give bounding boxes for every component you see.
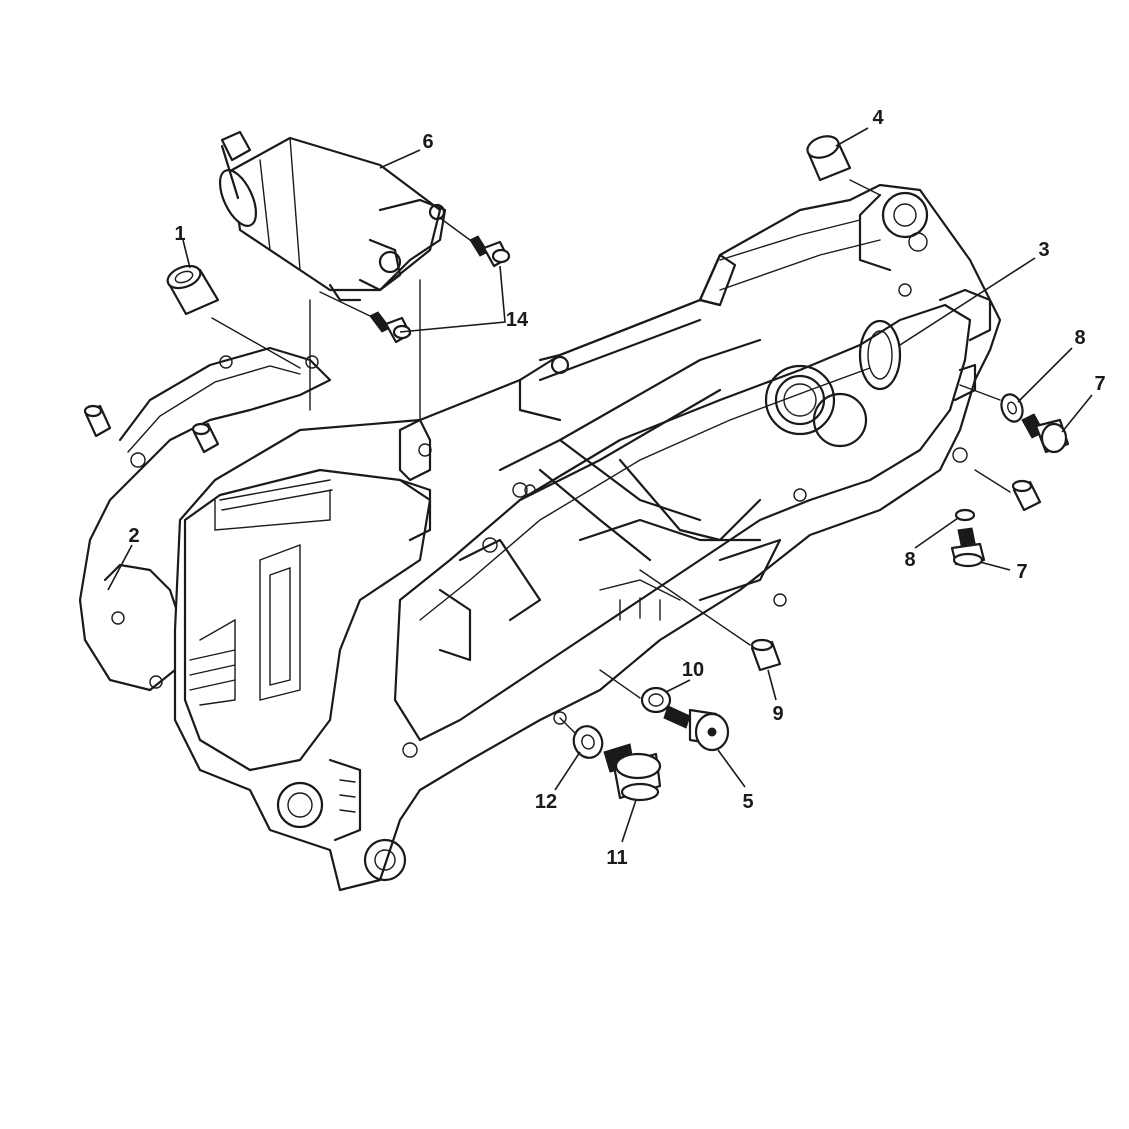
callout-11: 11 bbox=[606, 847, 627, 869]
bushing-part-4 bbox=[806, 135, 852, 182]
dowel-pin-left-a bbox=[83, 404, 112, 438]
callout-9: 9 bbox=[772, 703, 783, 725]
washer-part-12 bbox=[572, 725, 604, 759]
callout-4: 4 bbox=[872, 107, 884, 129]
callout-10: 10 bbox=[682, 659, 704, 681]
starter-motor bbox=[218, 130, 447, 302]
leader-lines bbox=[107, 127, 1093, 843]
bolt-part-7-upper bbox=[1021, 413, 1070, 454]
callout-3: 3 bbox=[1038, 239, 1049, 261]
callout-5: 5 bbox=[742, 791, 753, 813]
callout-2: 2 bbox=[128, 525, 139, 547]
callout-7-lower: 7 bbox=[1016, 561, 1027, 583]
callout-1: 1 bbox=[174, 223, 185, 245]
drain-bolt-part-5 bbox=[663, 705, 730, 752]
callout-labels: 1 2 3 4 5 6 7 7 8 8 9 10 11 12 14 bbox=[128, 107, 1105, 869]
callout-8-upper: 8 bbox=[1074, 327, 1085, 349]
collar-part-1 bbox=[166, 264, 220, 316]
starter-bolt-upper bbox=[469, 235, 511, 268]
callout-7-upper: 7 bbox=[1094, 373, 1105, 395]
starter-bolt-lower bbox=[369, 311, 412, 344]
washer-part-8-lower bbox=[954, 508, 976, 522]
washer-part-8-upper bbox=[1000, 393, 1024, 423]
crankcase-body bbox=[173, 183, 1002, 892]
gasket-ring-part-10 bbox=[640, 686, 672, 714]
callout-14: 14 bbox=[506, 309, 529, 331]
callout-8-lower: 8 bbox=[904, 549, 915, 571]
bolt-part-7-lower bbox=[950, 527, 986, 568]
drain-plug-part-11 bbox=[603, 743, 662, 802]
callout-12: 12 bbox=[535, 791, 557, 813]
dowel-pin-part-9 bbox=[750, 638, 782, 672]
callout-6: 6 bbox=[422, 131, 433, 153]
dowel-pin-right bbox=[1011, 479, 1042, 512]
dowel-pin-left-b bbox=[191, 422, 220, 454]
